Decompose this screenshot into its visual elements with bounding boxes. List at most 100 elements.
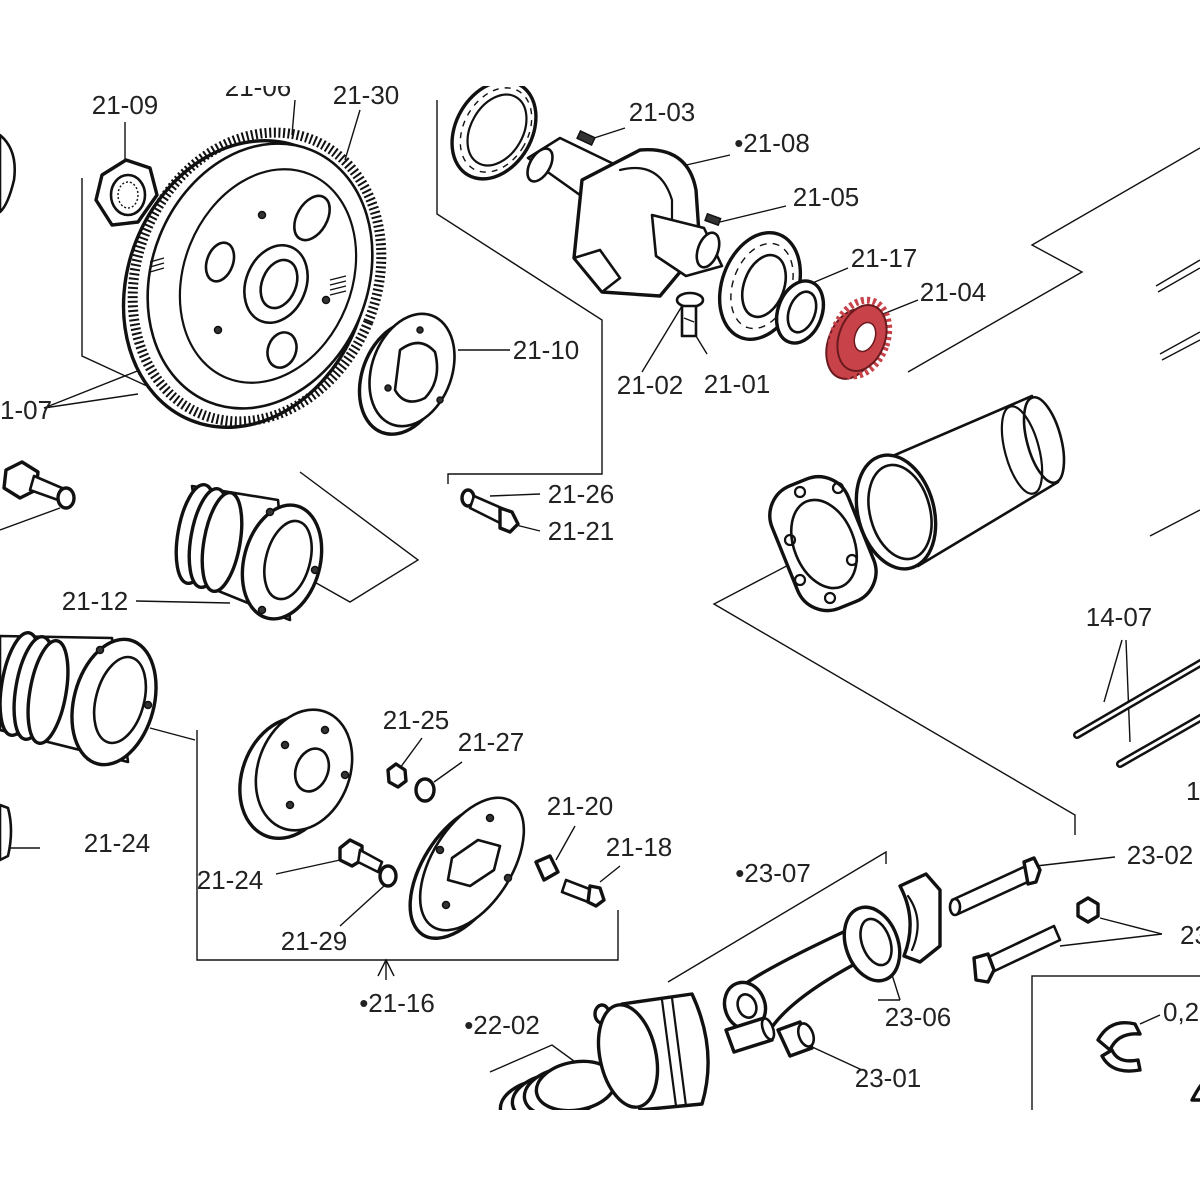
- washer-21-29: [378, 864, 398, 888]
- pin-21-20: [534, 854, 560, 882]
- leader-14-07-b: [1125, 639, 1131, 743]
- front-bearing-balls: [459, 87, 533, 173]
- leader-21-18: [599, 865, 621, 883]
- callout-21-06: 21-06: [225, 72, 292, 102]
- callout-0-2: 0,2: [1163, 997, 1199, 1027]
- flywheel-bolt-hole-1: [257, 210, 267, 220]
- leader-21-07-b: [43, 393, 139, 409]
- conrod-big-end-bore: [859, 917, 893, 967]
- rod-top-b-1: [1159, 331, 1200, 355]
- leader-23-01: [809, 1045, 863, 1071]
- crankshaft-key-21-05: [704, 212, 722, 227]
- bush-23-01-end: [796, 1022, 816, 1048]
- callout-23-02: 23-02: [1127, 840, 1194, 870]
- callout-22-02: •22-02: [464, 1010, 540, 1040]
- nut-21-09-bore: [109, 173, 147, 217]
- callout-21-05: 21-05: [793, 182, 860, 212]
- piston-pin-end: [760, 1017, 776, 1041]
- rod-top-b-2: [1161, 339, 1200, 361]
- part-left-bolt: [2, 460, 76, 510]
- callout-21-21: 21-21: [548, 516, 615, 546]
- part-21-01-screw: [675, 291, 705, 338]
- crankshaft-group-bracket: [436, 100, 603, 484]
- callout-21-12: 21-12: [62, 586, 129, 616]
- part-21-07-flywheel: [121, 127, 387, 429]
- callout-21-30: 21-30: [333, 80, 400, 110]
- partial-part-lower-left: [0, 803, 13, 862]
- part-23-07-connecting-rod: [722, 872, 942, 1032]
- leader-14-07-a: [1103, 639, 1123, 703]
- partial-cover-outline: [0, 133, 16, 214]
- callout-21-10: 21-10: [513, 335, 580, 365]
- inset-box: [1031, 975, 1200, 1110]
- leader-21-05: [719, 205, 787, 223]
- gasket-hole-5: [823, 591, 837, 605]
- left-drum-bracket: [0, 507, 61, 531]
- coupling-group-bracket: [196, 730, 619, 961]
- part-lower-drum: [0, 630, 158, 767]
- leader-21-02: [641, 305, 683, 373]
- part-22-02-piston: [498, 992, 776, 1110]
- callout-21-24: 21-24: [197, 865, 264, 895]
- washer-21-27: [414, 777, 436, 803]
- coupling-hub-hole-1: [320, 725, 330, 735]
- piston-crown: [596, 1003, 660, 1109]
- callout-21-01: 21-01: [704, 369, 771, 399]
- bolt-23-02-lower-head: [972, 952, 996, 984]
- pushrod-1-fill: [1075, 661, 1200, 737]
- leader-21-20: [555, 825, 576, 861]
- flywheel-hub-bore: [259, 258, 299, 310]
- rod-top-a-2: [1157, 267, 1200, 293]
- drum-21-12-hole-1: [265, 507, 275, 517]
- part-21-08-crankshaft: [450, 86, 724, 298]
- plate-21-10-bore: [393, 341, 439, 403]
- leader-21-29: [339, 885, 385, 927]
- callout-23-01: 23-01: [855, 1063, 922, 1093]
- crankshaft-key-21-03: [576, 129, 596, 147]
- lower-drum-hole-2: [143, 700, 153, 710]
- drawing-area: 21-09 21-06 21-30 21-03 •21-08 21-05 21-…: [0, 72, 1200, 1110]
- callout-21-26: 21-26: [548, 479, 615, 509]
- nut-21-09-thread: [117, 181, 139, 209]
- leader-21-25: [399, 737, 423, 769]
- inset-bearing-shells: [1096, 1021, 1200, 1102]
- bolt-23-02-upper-tip: [948, 897, 962, 917]
- callout-23-07: •23-07: [735, 858, 811, 888]
- part-head-gasket: [768, 475, 878, 613]
- leader-0-2: [1139, 1014, 1161, 1025]
- bolt-23-02-upper-shank: [950, 864, 1034, 916]
- callout-21-17: 21-17: [851, 243, 918, 273]
- callout-21-18: 21-18: [606, 832, 673, 862]
- crankshaft-web-counterweight: [618, 166, 674, 252]
- top-right-rods: [1149, 259, 1200, 537]
- callout-23-06: 23-06: [885, 1002, 952, 1032]
- gasket-hole-1: [793, 485, 807, 499]
- flywheel-cutout-top: [293, 194, 331, 242]
- bolt-21-18-head: [586, 884, 606, 908]
- callout-21-20: 21-20: [547, 791, 614, 821]
- bearing-shell-right: [1190, 1083, 1200, 1102]
- screw-21-01-shank: [680, 304, 698, 338]
- part-23-02-bolts: [948, 856, 1100, 984]
- nut-23: [1076, 896, 1100, 924]
- top-right-bracket: [907, 147, 1200, 373]
- leader-21-27: [433, 761, 463, 783]
- bolt-21-24-shank: [356, 848, 384, 874]
- leader-21-01: [695, 335, 708, 355]
- callout-21-07: 1-07: [0, 395, 52, 425]
- conrod-group-bracket: [667, 850, 887, 983]
- crankshaft-front-end: [526, 147, 554, 183]
- partial-part-lower-left-outline: [0, 803, 13, 862]
- rod-top-a-1: [1155, 259, 1200, 287]
- callout-21-25: 21-25: [383, 705, 450, 735]
- callout-21-09: 21-09: [92, 90, 159, 120]
- crankshaft-foot: [572, 248, 622, 294]
- cylinder-ring-band: [1000, 405, 1044, 495]
- flywheel-bolt-hole-2: [321, 295, 331, 305]
- part-cylinder-barrel: [854, 394, 1066, 571]
- rod-top-c: [1149, 509, 1200, 537]
- leader-23-b: [1059, 933, 1163, 947]
- drum-21-12-hole-2: [310, 565, 320, 575]
- plate-21-10-hole-2: [384, 384, 392, 392]
